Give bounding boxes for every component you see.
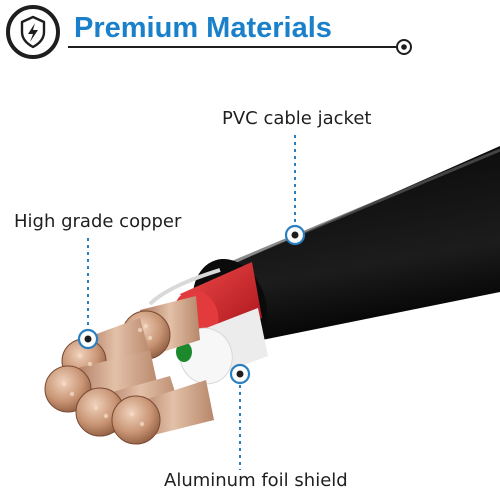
header-underline-end-dot [396,39,412,55]
copper-leader [77,238,99,350]
shield-leader [229,363,251,470]
header [6,5,412,59]
green-wire [176,342,192,362]
strand-texture [61,324,153,427]
jacket-leader [284,135,306,246]
page-title: Premium Materials [74,12,332,44]
copper-bundle [111,380,214,445]
copper-strands [44,296,214,445]
foil-edge [148,268,221,306]
jacket-label: PVC cable jacket [222,108,372,129]
shield-label: Aluminum foil shield [164,470,348,491]
lightning-shield-icon [6,5,60,59]
copper-label: High grade copper [14,211,182,232]
